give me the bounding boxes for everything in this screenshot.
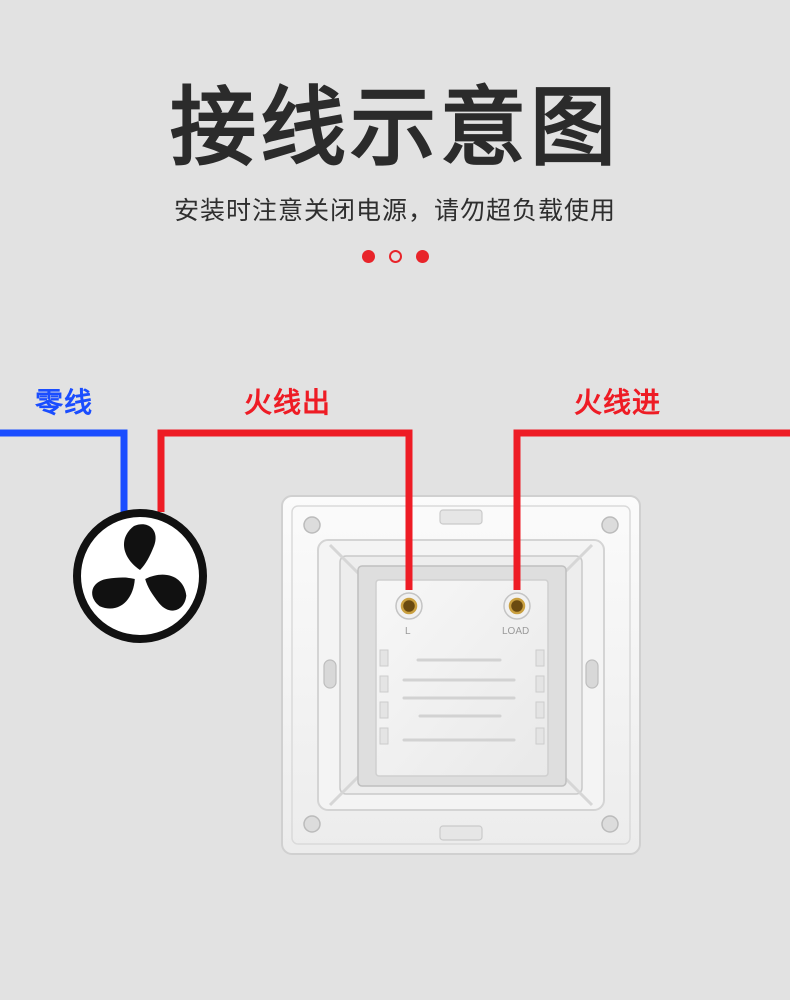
dot-indicator-icon — [415, 250, 429, 263]
page-title: 接线示意图 — [170, 78, 620, 178]
safety-subtitle: 安装时注意关闭电源，请勿超负载使用 — [173, 196, 616, 225]
dot-indicator-icon — [361, 250, 375, 263]
fan-icon — [73, 509, 207, 643]
live-in-wire-label: 火线进 — [574, 386, 662, 419]
neutral-wire — [0, 429, 128, 512]
screw-hole-icon — [601, 815, 619, 833]
screw-hole-icon — [303, 815, 321, 833]
live-out-wire — [157, 429, 413, 590]
terminal-l-label: L — [405, 626, 411, 637]
terminal-load-label: LOAD — [502, 626, 529, 637]
screw-hole-icon — [601, 516, 619, 534]
dot-indicator-icon — [388, 250, 402, 263]
switch-module: L LOAD — [357, 565, 567, 787]
neutral-wire-label: 零线 — [35, 386, 94, 419]
screw-hole-icon — [303, 516, 321, 534]
live-out-wire-label: 火线出 — [244, 386, 332, 419]
dot-indicator — [0, 250, 790, 263]
live-in-wire — [513, 429, 790, 590]
